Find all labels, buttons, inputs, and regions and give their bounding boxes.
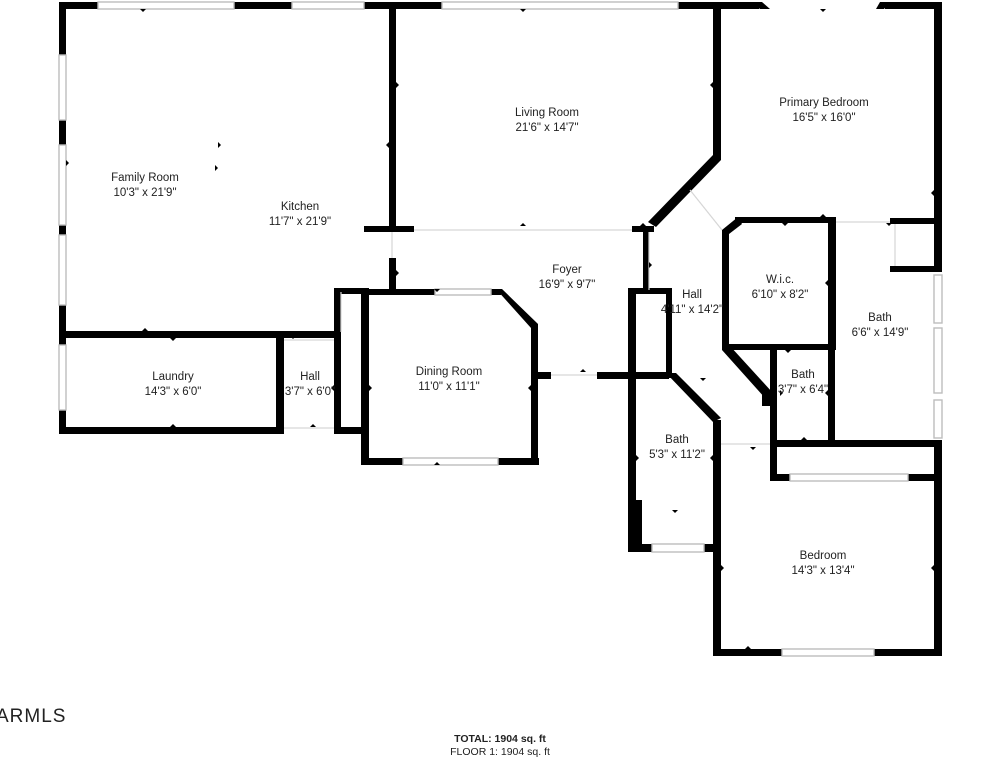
door-openings [284,189,896,445]
room-name: Dining Room [415,366,483,378]
armls-logo: ARMLS [0,706,67,727]
room-label-bath-hall: Bath 5'3" x 11'2" [649,433,705,463]
total-area: TOTAL: 1904 sq. ft FLOOR 1: 1904 sq. ft [450,733,550,759]
total-area-label: TOTAL: 1904 sq. ft [454,733,546,745]
room-dimensions: 6'6" x 14'9" [851,327,909,339]
room-dimensions: 11'0" x 11'1" [418,381,480,393]
room-dimensions: 21'6" x 14'7" [515,122,579,134]
room-dimensions: 5'3" x 11'2" [649,449,705,461]
room-label-laundry: Laundry 14'3" x 6'0" [145,370,202,400]
room-dimensions: 3'7" x 6'4" [777,384,829,396]
room-dimensions: 14'3" x 6'0" [144,386,202,398]
room-name: Primary Bedroom [779,97,869,109]
wall-markers [66,9,934,649]
room-label-primary-bedroom: Primary Bedroom 16'5" x 16'0" [779,96,868,126]
room-name: Bath [665,434,689,446]
room-name: Kitchen [280,201,320,213]
room-name: Foyer [552,264,582,276]
room-dimensions: 14'3" x 13'4" [791,565,855,577]
room-name: Hall [300,371,320,383]
room-label-dining-room: Dining Room 11'0" x 11'1" [416,365,482,395]
room-name: W.i.c. [765,274,795,286]
room-label-foyer: Foyer 16'9" x 9'7" [539,263,596,293]
room-name: Living Room [515,107,579,119]
room-label-hall-west: Hall 3'7" x 6'0" [285,370,335,400]
room-name: Bedroom [799,550,847,562]
room-label-bath-small: Bath 3'7" x 6'4" [778,368,828,398]
room-label-family-room: Family Room 10'3" x 21'9" [111,171,179,201]
interior-walls [364,2,942,481]
room-dimensions: 16'9" x 9'7" [538,279,596,291]
room-dimensions: 4'11" x 14'2" [660,304,724,316]
room-name: Laundry [152,371,194,383]
room-label-bath-primary: Bath 6'6" x 14'9" [852,311,909,341]
room-name: Family Room [111,172,179,184]
room-name: Bath [868,312,892,324]
room-label-wic: W.i.c. 6'10" x 8'2" [752,273,809,303]
room-label-bedroom: Bedroom 14'3" x 13'4" [791,549,854,579]
room-name: Bath [791,369,815,381]
room-dimensions: 11'7" x 21'9" [268,216,332,228]
room-dimensions: 16'5" x 16'0" [792,112,856,124]
room-label-hall-center: Hall 4'11" x 14'2" [661,288,723,318]
windows [58,1,943,657]
room-dimensions: 3'7" x 6'0" [284,386,336,398]
room-label-living-room: Living Room 21'6" x 14'7" [515,106,579,136]
room-dimensions: 10'3" x 21'9" [113,187,177,199]
room-name: Hall [682,289,702,301]
room-dimensions: 6'10" x 8'2" [751,289,809,301]
room-label-kitchen: Kitchen 11'7" x 21'9" [269,200,331,230]
floor-area-label: FLOOR 1: 1904 sq. ft [450,746,550,758]
